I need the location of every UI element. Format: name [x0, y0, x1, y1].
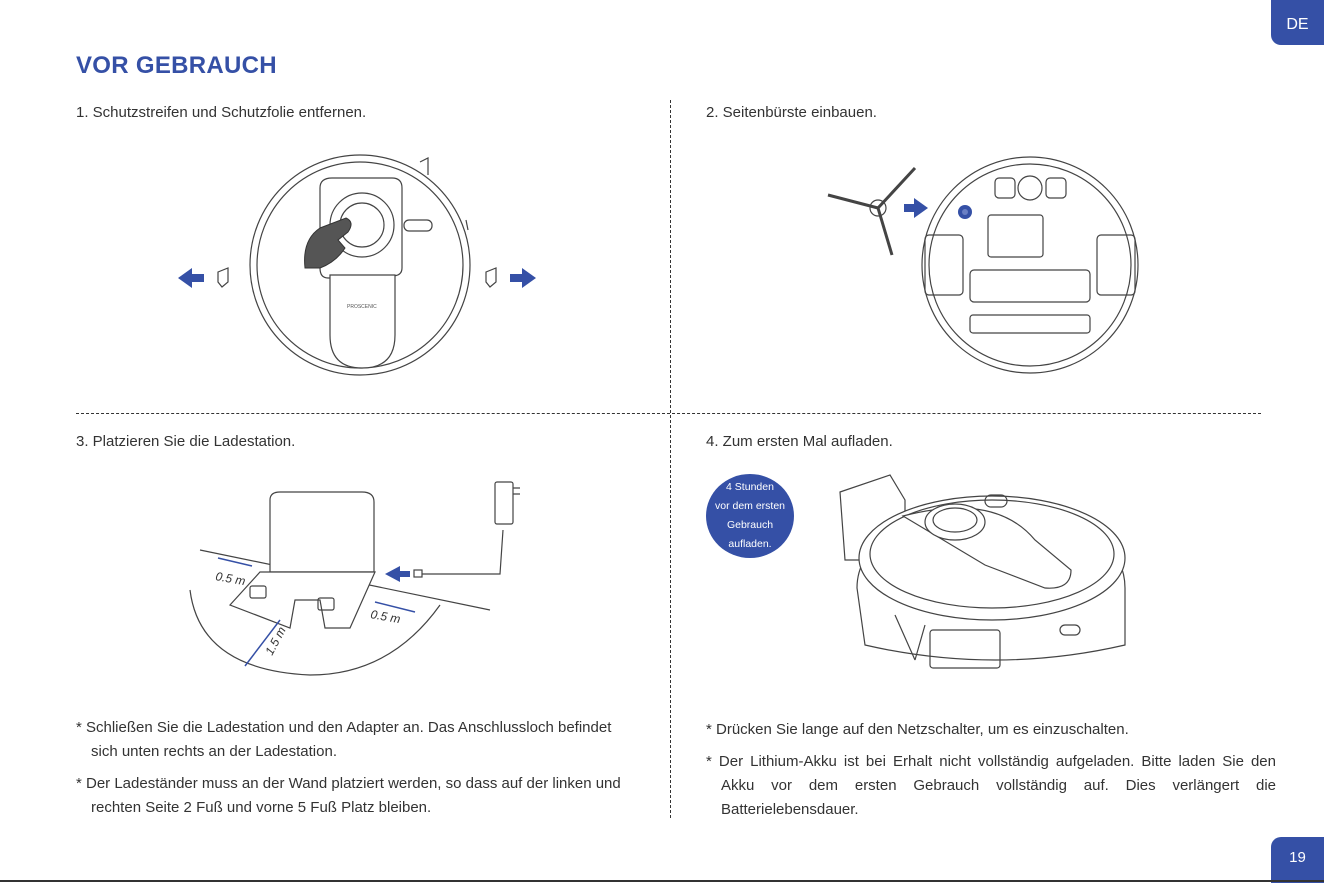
charging-station-illustration: 0.5 m 0.5 m 1.5 m: [189, 481, 520, 676]
robot-brand-label: PROSCENIC: [347, 304, 377, 310]
note-right-1: * Drücken Sie lange auf den Netzschalter…: [706, 721, 1129, 738]
station-label-front: 1.5 m: [262, 624, 288, 657]
language-tab: DE: [1271, 0, 1324, 45]
note-left-1: * Schließen Sie die Ladestation und den …: [76, 719, 612, 760]
bottom-rule: [0, 880, 1324, 882]
step-1-heading: 1. Schutzstreifen und Schutzfolie entfer…: [76, 104, 367, 121]
page-title: VOR GEBRAUCH: [76, 52, 277, 79]
station-label-left: 0.5 m: [214, 569, 246, 588]
page-number: 19: [1271, 837, 1324, 883]
badge-line-4: aufladen.: [728, 538, 772, 550]
station-label-right: 0.5 m: [369, 607, 401, 626]
robot-docked-illustration: [839, 474, 1126, 669]
badge-line-2: vor dem ersten: [714, 500, 786, 512]
charge-time-badge: 4 Stunden vor dem ersten Gebrauch auflad…: [706, 474, 794, 558]
vertical-divider: [670, 100, 671, 818]
badge-line-3: Gebrauch: [726, 519, 774, 531]
horizontal-divider: [76, 413, 1261, 414]
note-left-2: * Der Ladeständer muss an der Wand platz…: [76, 775, 621, 816]
robot-bottom-illustration: [827, 156, 1139, 374]
robot-top-illustration: PROSCENIC: [178, 154, 536, 376]
step-2-heading: 2. Seitenbürste einbauen.: [706, 104, 877, 121]
step-3-heading: 3. Platzieren Sie die Ladestation.: [76, 433, 296, 450]
note-right-2: * Der Lithium-Akku ist bei Erhalt nicht …: [706, 753, 1276, 818]
badge-line-1: 4 Stunden: [726, 481, 774, 493]
step-4-heading: 4. Zum ersten Mal aufladen.: [706, 433, 893, 450]
